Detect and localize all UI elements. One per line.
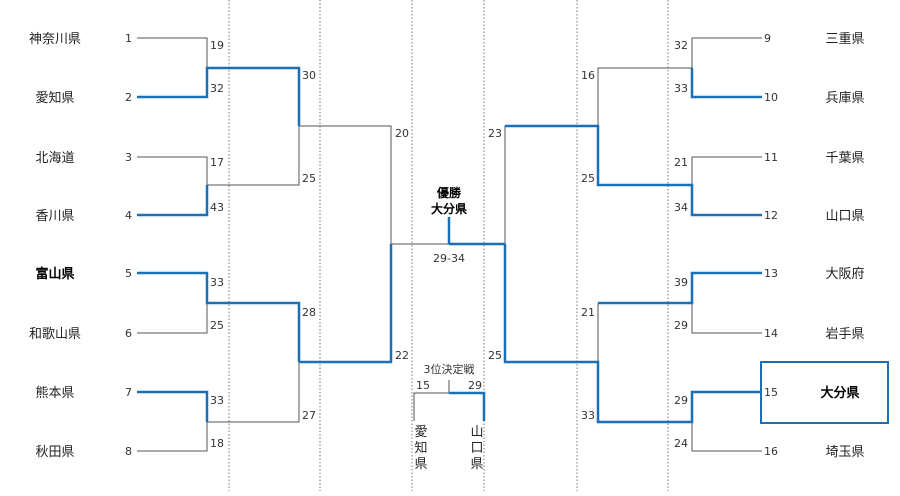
left-round1-scores: 19 32 17 43 33 25 33 18: [210, 39, 224, 450]
score-label: 33: [674, 82, 688, 95]
score-label: 25: [488, 349, 502, 362]
team-name: 和歌山県: [29, 327, 81, 342]
third-place-right-team-char: 山: [470, 425, 483, 440]
right-round2-scores: 16 25 21 33: [581, 69, 595, 422]
team-name: 大分県: [820, 385, 859, 401]
column-guides: [228, 0, 669, 491]
score-label: 33: [210, 394, 224, 407]
team-name: 岩手県: [825, 327, 864, 342]
team-name: 北海道: [35, 151, 74, 166]
score-label: 32: [674, 39, 688, 52]
team-name: 兵庫県: [825, 91, 864, 106]
seed-number: 11: [764, 151, 778, 164]
champion-title: 優勝: [436, 185, 462, 200]
seed-number: 7: [125, 386, 132, 399]
left-seed-numbers: 1 2 3 4 5 6 7 8: [125, 32, 132, 458]
team-name: 千葉県: [825, 151, 864, 166]
score-label: 22: [395, 349, 409, 362]
right-seed-numbers: 9 10 11 12 13 14 15 16: [764, 32, 778, 458]
team-name: 富山県: [35, 266, 74, 282]
champion-name: 大分県: [431, 201, 467, 216]
seed-number: 14: [764, 327, 778, 340]
score-label: 21: [674, 156, 688, 169]
team-name: 熊本県: [35, 385, 74, 401]
seed-number: 13: [764, 267, 778, 280]
team-name: 埼玉県: [825, 445, 864, 460]
score-label: 16: [581, 69, 595, 82]
seed-number: 3: [125, 151, 132, 164]
score-label: 28: [302, 306, 316, 319]
score-label: 20: [395, 127, 409, 140]
left-round3-scores: 20 22: [395, 127, 409, 362]
seed-number: 5: [125, 267, 132, 280]
score-label: 25: [210, 319, 224, 332]
team-name: 神奈川県: [29, 32, 81, 47]
right-round1-scores: 32 33 21 34 39 29 29 24: [674, 39, 688, 450]
team-name: 秋田県: [35, 445, 74, 460]
bracket-lines-win: [137, 66, 762, 424]
team-name: 大阪府: [825, 267, 864, 282]
seed-number: 12: [764, 209, 778, 222]
third-place-left-team-char: 県: [414, 457, 427, 472]
team-name: 香川県: [35, 209, 74, 224]
seed-number: 2: [125, 91, 132, 104]
seed-number: 1: [125, 32, 132, 45]
team-name: 山口県: [825, 209, 864, 224]
seed-number: 9: [764, 32, 771, 45]
score-label: 21: [581, 306, 595, 319]
score-label: 29: [674, 319, 688, 332]
third-place-block: 3位決定戦 15 29 愛 知 県 山 口 県: [414, 362, 483, 472]
seed-number: 15: [764, 386, 778, 399]
score-label: 18: [210, 437, 224, 450]
seed-number: 8: [125, 445, 132, 458]
seed-number: 6: [125, 327, 132, 340]
score-label: 25: [581, 172, 595, 185]
third-place-left-team-char: 知: [414, 440, 427, 456]
score-label: 19: [210, 39, 224, 52]
third-place-title: 3位決定戦: [424, 362, 475, 376]
left-team-names: 神奈川県 愛知県 北海道 香川県 富山県 和歌山県 熊本県 秋田県: [29, 32, 81, 460]
score-label: 23: [488, 127, 502, 140]
score-label: 17: [210, 156, 224, 169]
third-place-right-score: 29: [468, 379, 482, 392]
score-label: 29: [674, 394, 688, 407]
seed-number: 16: [764, 445, 778, 458]
seed-number: 10: [764, 91, 778, 104]
third-place-right-team-char: 県: [470, 457, 483, 472]
score-label: 33: [581, 409, 595, 422]
team-name: 愛知県: [35, 90, 74, 106]
final-block: 優勝 大分県 29-34: [431, 185, 467, 265]
right-team-names: 三重県 兵庫県 千葉県 山口県 大阪府 岩手県 大分県 埼玉県: [820, 31, 864, 460]
seed-number: 4: [125, 209, 132, 222]
score-label: 25: [302, 172, 316, 185]
score-label: 43: [210, 201, 224, 214]
score-label: 27: [302, 409, 316, 422]
score-label: 34: [674, 201, 688, 214]
score-label: 32: [210, 82, 224, 95]
score-label: 33: [210, 276, 224, 289]
champion-highlight-box: [760, 361, 889, 424]
third-place-right-team-char: 口: [470, 441, 483, 456]
score-label: 24: [674, 437, 688, 450]
final-score: 29-34: [433, 252, 465, 265]
team-name: 三重県: [825, 31, 864, 47]
score-label: 30: [302, 69, 316, 82]
third-place-left-team-char: 愛: [414, 425, 427, 440]
left-round2-scores: 30 25 28 27: [302, 69, 316, 422]
score-label: 39: [674, 276, 688, 289]
third-place-left-score: 15: [416, 379, 430, 392]
right-round3-scores: 23 25: [488, 127, 502, 362]
